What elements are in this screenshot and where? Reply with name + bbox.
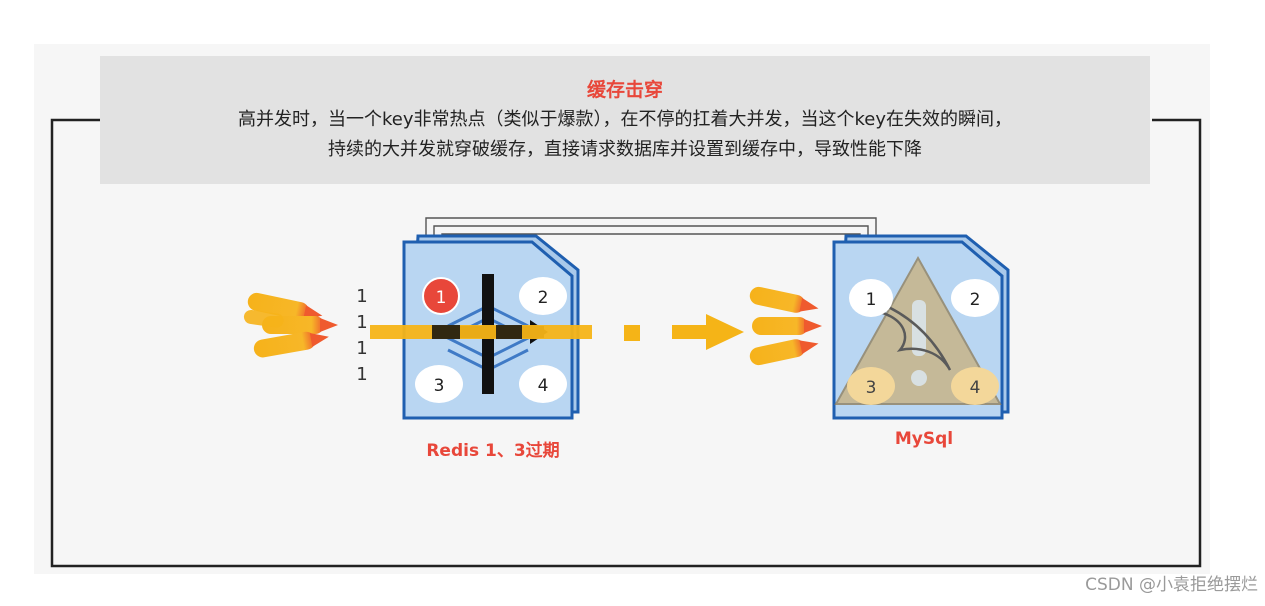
mysql-slot-label: 4: [970, 378, 981, 398]
bullet-icon: [752, 317, 822, 335]
bullet-icon: [253, 331, 329, 358]
request-label: 1: [356, 338, 367, 359]
mysql-slot-1: [849, 279, 893, 317]
redis-slot-1-expired: [422, 277, 460, 315]
header-panel: [100, 56, 1150, 184]
bullet-icon: [749, 286, 819, 313]
redis-slot-4: [519, 365, 567, 403]
watermark: CSDN @小袁拒绝摆烂: [1085, 575, 1258, 595]
mysql-dolphin-icon: [871, 298, 952, 371]
stream-arrow-head: [706, 314, 744, 350]
mysql-slot-4: [951, 367, 999, 405]
request-label: 1: [356, 364, 367, 385]
header-line-2: 持续的大并发就穿破缓存，直接请求数据库并设置到缓存中，导致性能下降: [328, 139, 922, 160]
mysql-slot-2: [951, 279, 999, 317]
mysql-slot-label: 2: [970, 290, 981, 310]
penetration-stream: [370, 314, 744, 350]
redis-slot-label: 1: [436, 288, 447, 308]
header-line-1: 高并发时，当一个key非常热点（类似于爆款），在不停的扛着大并发，当这个key在…: [238, 109, 1012, 130]
mysql-slot-label: 1: [866, 290, 877, 310]
request-label: 1: [356, 286, 367, 307]
redis-label: Redis 1、3过期: [426, 441, 559, 461]
bullet-icon: [243, 309, 284, 328]
mysql-slot-label: 3: [866, 378, 877, 398]
request-bullets-left: [243, 292, 338, 358]
bullet-icon: [247, 292, 323, 321]
redis-slot-label: 3: [434, 376, 445, 396]
redis-slot-2: [519, 277, 567, 315]
header-title: 缓存击穿: [587, 78, 663, 101]
redis-slot-label: 4: [538, 376, 549, 396]
bullet-icon: [749, 339, 819, 366]
request-bullets-right: [749, 286, 822, 366]
diagram-frame: [50, 118, 1202, 568]
mysql-label: MySql: [895, 429, 953, 449]
mysql-slot-3: [847, 367, 895, 405]
request-label: 1: [356, 312, 367, 333]
redis-slot-label: 2: [538, 288, 549, 308]
redis-slot-3: [415, 365, 463, 403]
